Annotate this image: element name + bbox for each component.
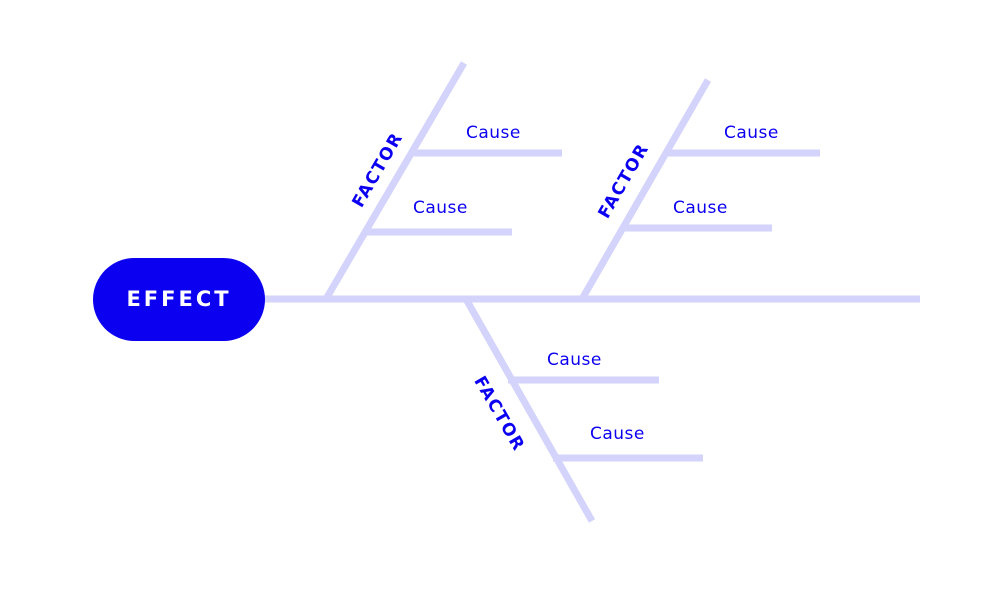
branch-1-bone [322,61,468,301]
effect-node: EFFECT [93,258,265,341]
branch-2-cause-1-label: Cause [724,123,779,143]
branch-2: FACTOR Cause Cause [578,78,820,301]
effect-pill [93,258,265,341]
effect-label: EFFECT [126,287,231,311]
branch-3-factor-label: FACTOR [469,373,528,455]
branch-3-cause-1-label: Cause [547,350,602,370]
branch-2-cause-2-label: Cause [673,198,728,218]
branch-2-bone [578,78,712,301]
branch-3: FACTOR Cause Cause [462,297,703,523]
branch-1-cause-1-label: Cause [466,123,521,143]
branch-1-cause-2-label: Cause [413,198,468,218]
branch-2-factor-label: FACTOR [594,140,653,222]
branch-3-bone [462,297,596,523]
branch-3-cause-2-label: Cause [590,424,645,444]
branch-1: FACTOR Cause Cause [322,61,562,301]
